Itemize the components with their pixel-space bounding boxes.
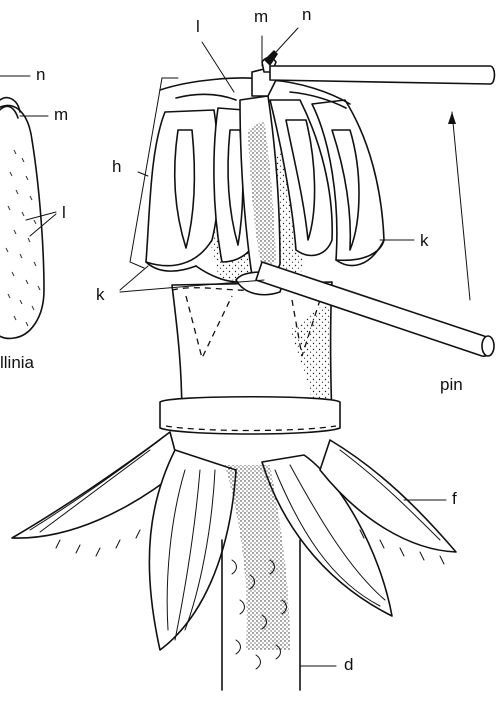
sepals [12,397,456,650]
pin-top [270,66,495,84]
label-pollinia-n: n [36,66,45,83]
label-pin: pin [440,376,463,393]
label-k-right: k [420,232,429,249]
pollinia-detail [0,76,56,338]
label-pollinia-m: m [54,106,68,123]
label-d: d [344,656,353,673]
label-top-m: m [254,8,268,25]
label-top-l: l [196,18,200,35]
label-pollinia-caption: llinia [0,354,34,371]
label-k-left: k [96,286,105,303]
label-f: f [452,490,457,507]
label-pollinia-l: l [62,204,66,221]
label-h: h [112,158,121,175]
label-top-n: n [302,6,311,23]
